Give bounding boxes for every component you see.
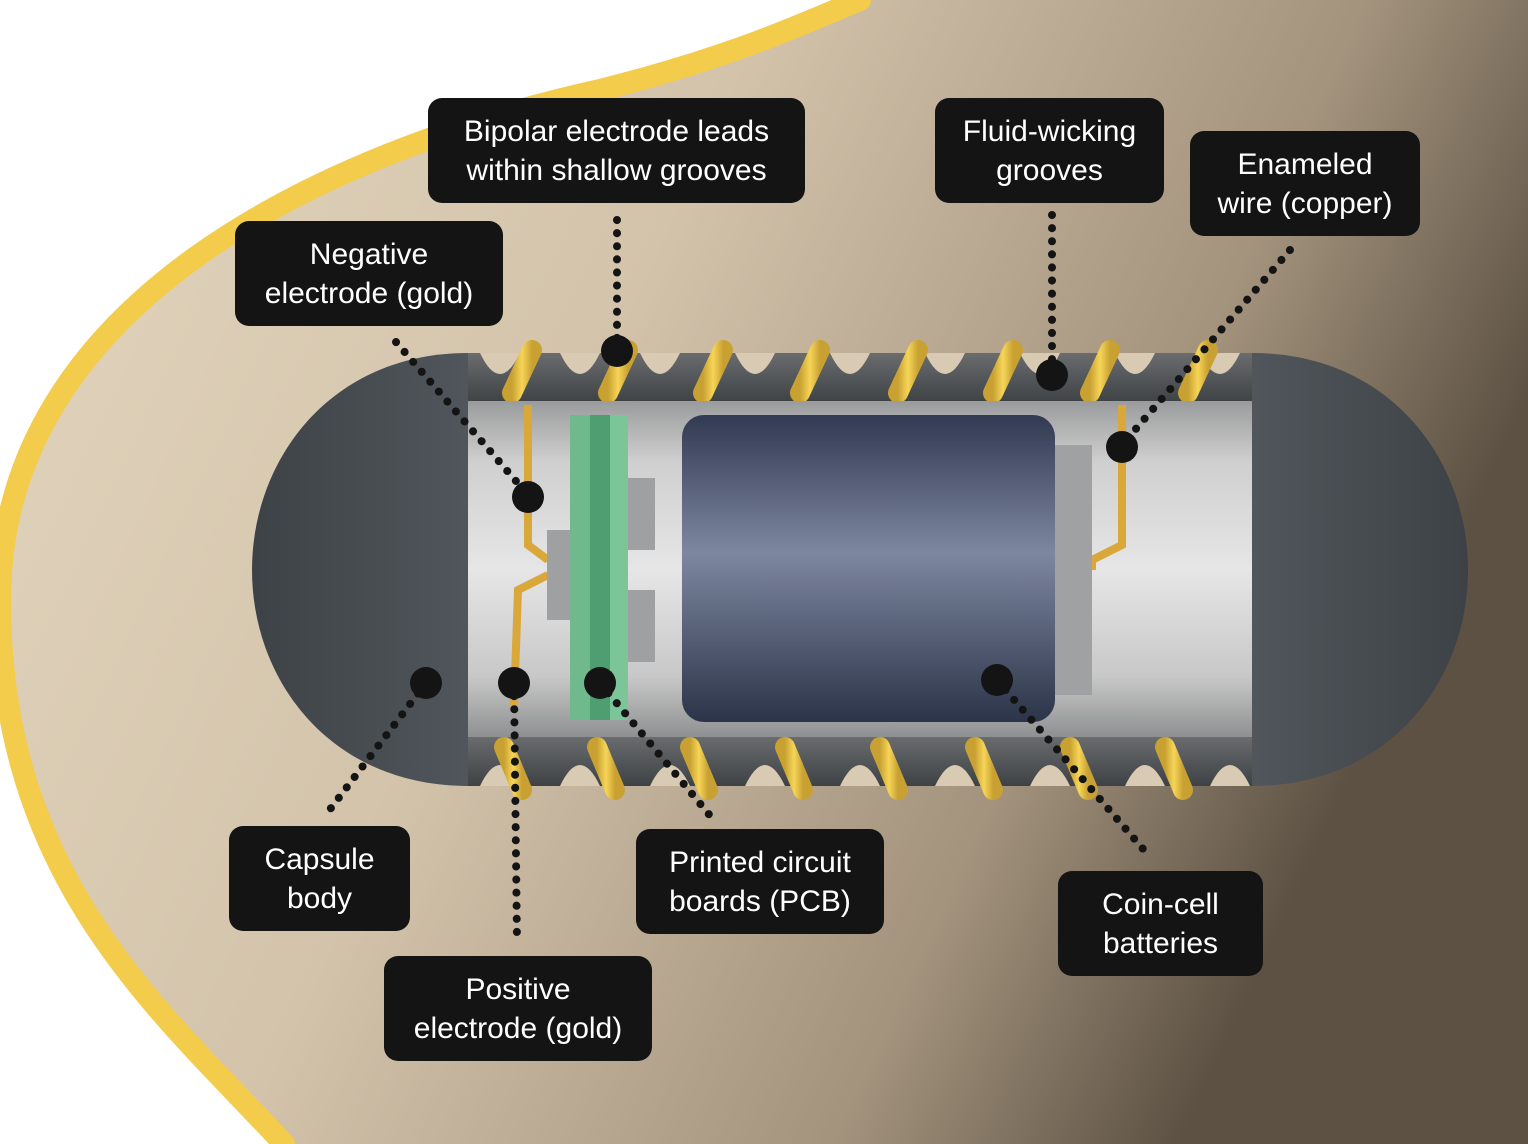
capsule-body-right-cap [1252, 353, 1468, 786]
callout-capsule-line2: body [286, 881, 353, 915]
tissue-outline-gold [0, 0, 871, 1144]
bipolar-lead-coil-top [502, 340, 1218, 403]
callout-positive-line2: electrode (gold) [413, 1011, 623, 1045]
callout-positive-line1: Positive [465, 972, 571, 1006]
leader-pcb [596, 679, 716, 822]
leader-lines [324, 211, 1294, 946]
pcb-connector-left [547, 530, 571, 620]
callout-pcb-line2: boards (PCB) [669, 884, 851, 918]
callout-capsule-line1: Capsule [264, 842, 375, 876]
pcb-connector-right-top [625, 478, 655, 550]
fluid-wicking-grooves-bottom [480, 765, 1250, 786]
negative-electrode-lead [524, 405, 551, 564]
dot-bipolar-leads [601, 335, 633, 367]
callout-pcb-line1: Printed circuit [669, 845, 851, 879]
pcb-board-1 [570, 415, 590, 720]
callout-fluid-line1: Fluid-wicking [962, 114, 1137, 148]
callout-fluid-line2: grooves [996, 153, 1103, 187]
leader-negative-electrode [392, 338, 532, 499]
callout-positive-electrode: Positive electrode (gold) [384, 956, 652, 1061]
callout-bipolar-line2: within shallow grooves [466, 153, 767, 187]
positive-electrode-lead [510, 571, 550, 706]
callout-bipolar-line1: Bipolar electrode leads [463, 114, 770, 148]
leader-enameled-wire [1118, 246, 1294, 449]
callout-fluid-wicking-grooves: Fluid-wicking grooves [935, 98, 1164, 203]
callout-printed-circuit-boards: Printed circuit boards (PCB) [636, 829, 884, 934]
pcb-board-3 [610, 415, 628, 720]
leader-dots [410, 335, 1138, 699]
leader-capsule-body [324, 679, 430, 816]
callout-wire-line2: wire (copper) [1217, 186, 1393, 220]
dot-enameled-wire [1106, 431, 1138, 463]
dot-batteries [981, 664, 1013, 696]
callout-coin-cell-batteries: Coin-cell batteries [1058, 871, 1263, 976]
callout-capsule-body: Capsule body [229, 826, 410, 931]
callout-wire-line1: Enameled [1237, 147, 1373, 181]
callout-batteries-line2: batteries [1102, 926, 1219, 960]
coin-cell-batteries [682, 415, 1055, 722]
dot-negative-electrode [512, 481, 544, 513]
callout-negative-line1: Negative [309, 237, 429, 271]
bipolar-lead-coil-bottom [494, 737, 1193, 800]
dot-pcb [584, 667, 616, 699]
callout-bipolar-electrode-leads: Bipolar electrode leads within shallow g… [428, 98, 805, 203]
dot-capsule-body [410, 667, 442, 699]
leader-positive-electrode [510, 679, 521, 946]
battery-terminal [1052, 445, 1092, 695]
dot-positive-electrode [498, 667, 530, 699]
callout-negative-line2: electrode (gold) [264, 276, 474, 310]
pcb-connector-right-bottom [625, 590, 655, 662]
callout-enameled-wire: Enameled wire (copper) [1190, 131, 1420, 236]
leader-batteries [993, 676, 1154, 861]
pcb-board-2 [590, 415, 610, 720]
callout-batteries-line1: Coin-cell [1102, 887, 1219, 921]
dot-fluid-grooves [1036, 359, 1068, 391]
callout-negative-electrode: Negative electrode (gold) [235, 221, 503, 326]
